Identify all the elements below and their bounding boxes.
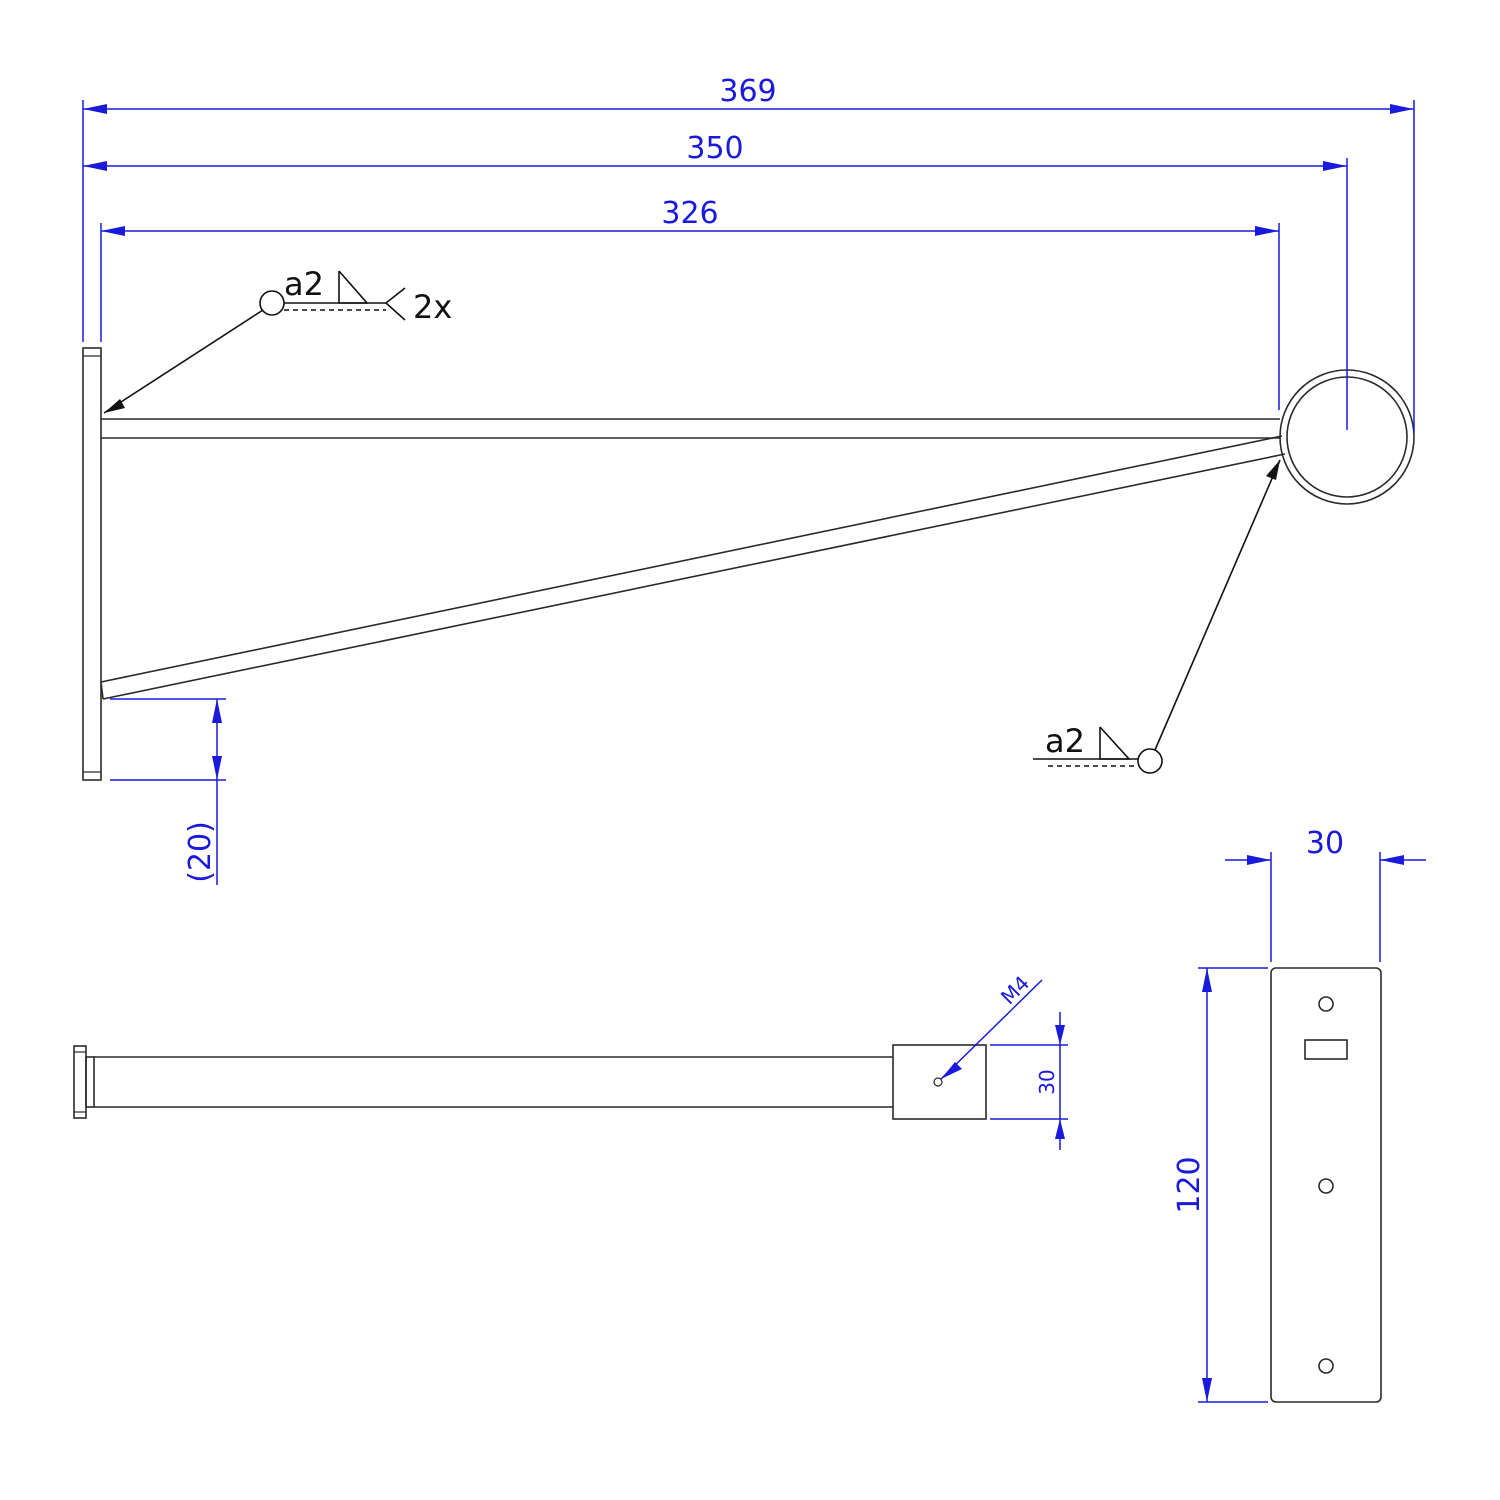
m4-hole [933, 1077, 943, 1087]
top-view [73, 1044, 987, 1120]
weld-symbol-bottom: a2 [1033, 459, 1281, 774]
dimension-plate-30-label: 30 [1306, 826, 1344, 861]
dimension-369-label: 369 [719, 74, 776, 109]
thread-callout: M4 [940, 971, 1043, 1080]
dimension-350: 350 [83, 131, 1348, 430]
diagonal-brace [100, 435, 1286, 700]
mounting-hole-top [1318, 996, 1334, 1012]
end-tab [892, 1044, 987, 1120]
thread-label: M4 [996, 971, 1034, 1009]
weld-top-size: a2 [284, 265, 324, 303]
mounting-plate [1270, 967, 1382, 1403]
weld-bottom-size: a2 [1045, 722, 1085, 760]
dimension-120-label: 120 [1172, 1156, 1207, 1213]
dimension-tab-30-label: 30 [1035, 1069, 1059, 1094]
horizontal-arm [101, 418, 1280, 439]
weld-top-count: 2x [413, 288, 452, 326]
wall-plate [82, 347, 102, 781]
front-view [82, 347, 1415, 781]
weld-symbol-top: a2 2x [103, 265, 452, 414]
dimension-350-label: 350 [686, 131, 743, 166]
dimension-326-label: 326 [661, 196, 718, 231]
mounting-hole-bottom [1318, 1358, 1334, 1374]
dimension-20-label: (20) [183, 821, 218, 883]
dimension-tab-30: 30 [990, 1012, 1068, 1150]
side-view [1270, 967, 1382, 1403]
dimension-20: (20) [110, 698, 226, 885]
slot [1304, 1039, 1348, 1060]
mounting-hole-middle [1318, 1178, 1334, 1194]
dimension-plate-30: 30 [1225, 826, 1426, 962]
dimension-369: 369 [82, 74, 1415, 432]
dimension-120: 120 [1172, 967, 1268, 1403]
dimension-326: 326 [100, 196, 1280, 410]
